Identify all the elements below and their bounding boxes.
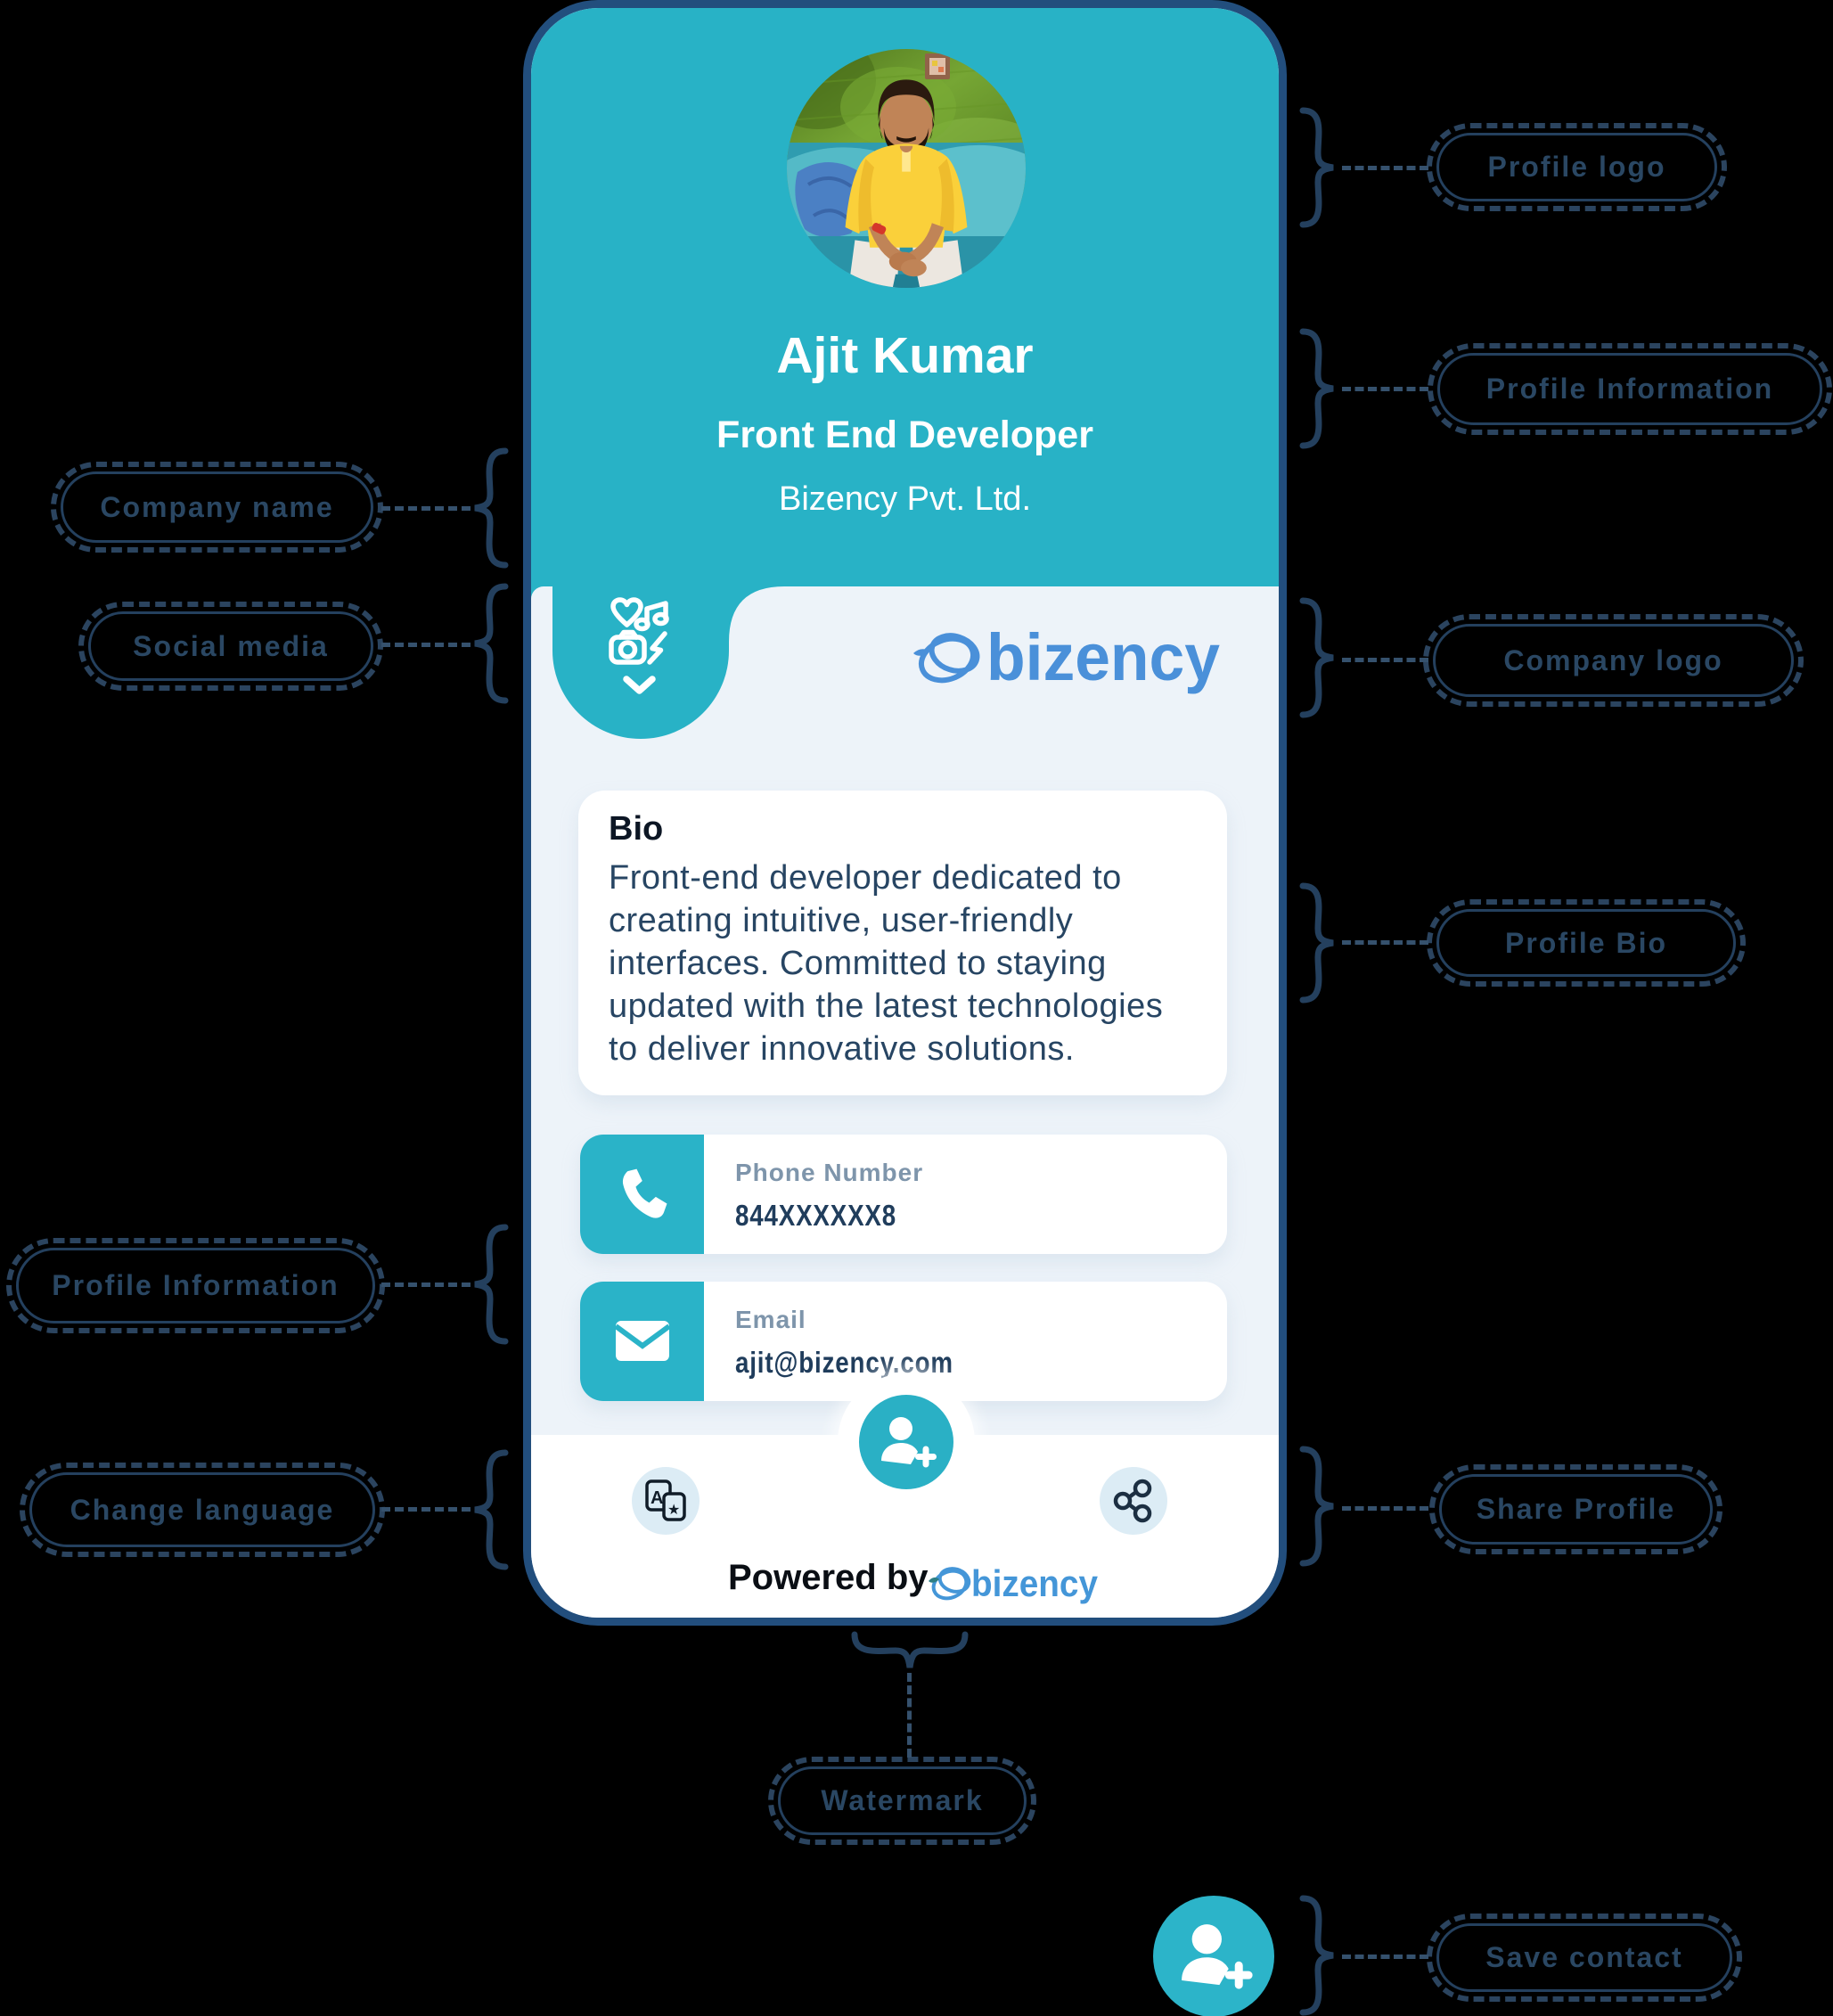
- svg-text:★: ★: [667, 1503, 680, 1518]
- svg-text:bizency: bizency: [986, 621, 1220, 694]
- svg-text:bizency: bizency: [971, 1562, 1099, 1604]
- svg-text:A: A: [651, 1488, 663, 1508]
